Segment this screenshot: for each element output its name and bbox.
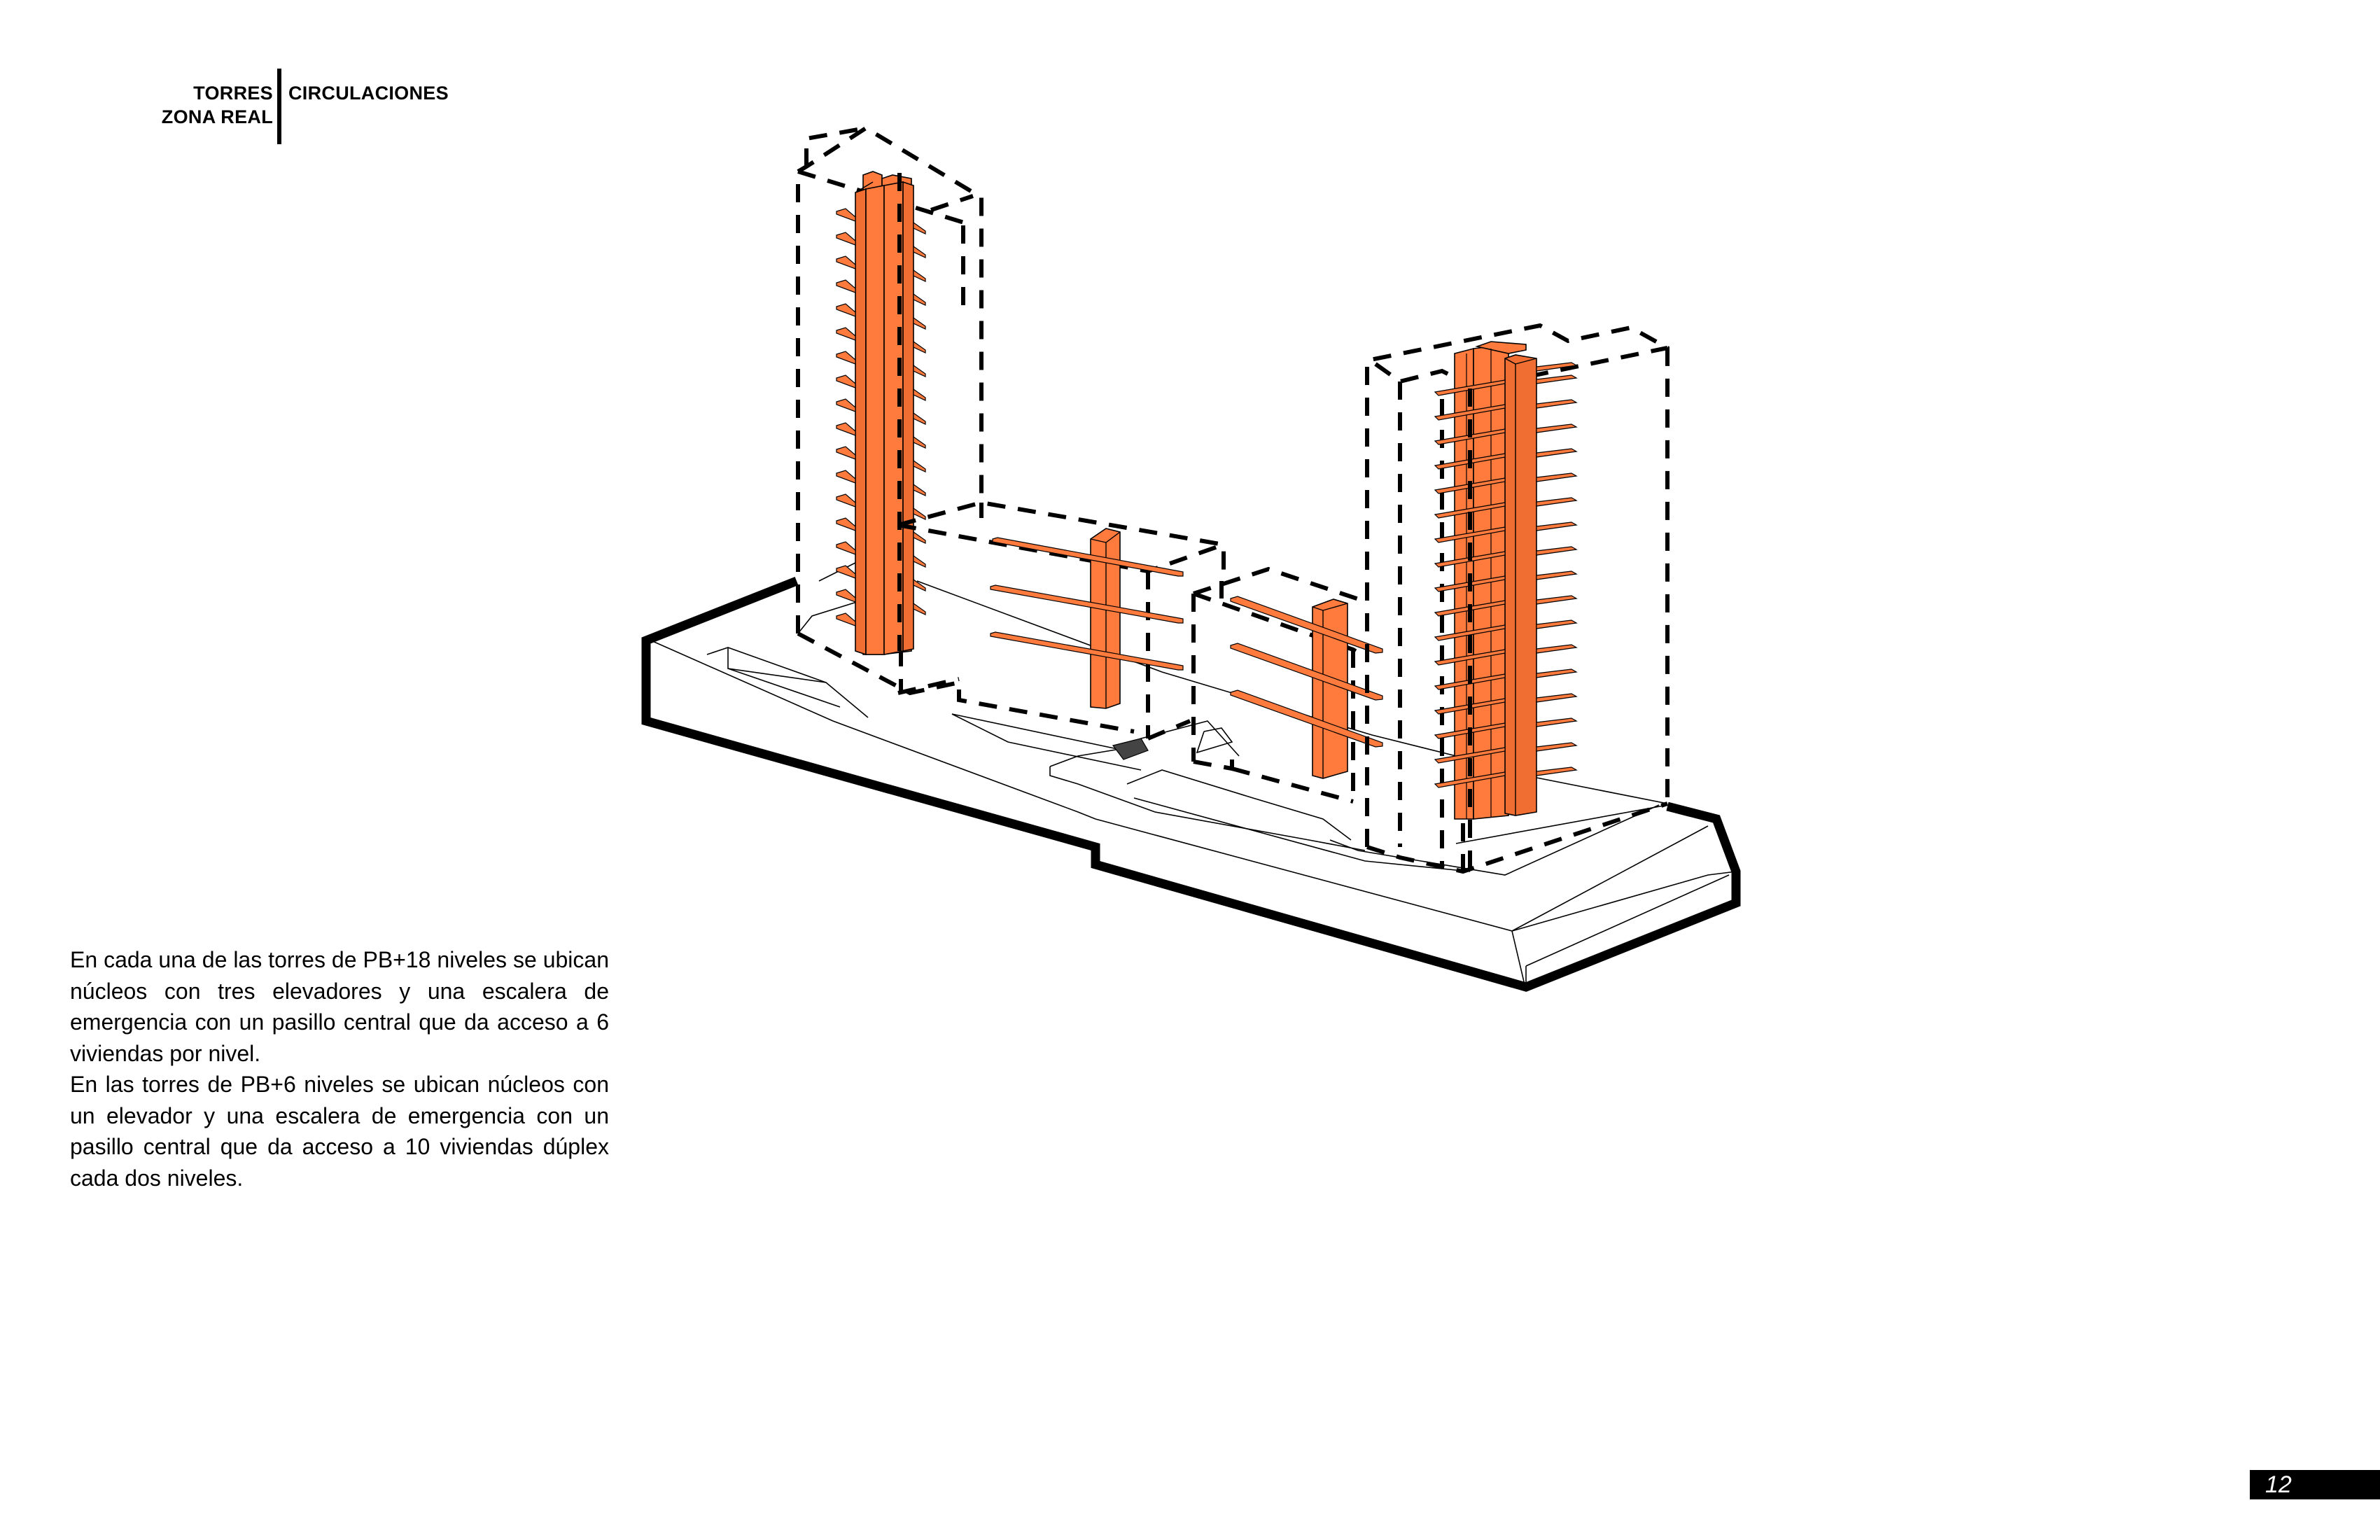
description-text: En cada una de las torres de PB+18 nivel… — [70, 944, 609, 1194]
block-mid-2 — [1191, 566, 1383, 804]
floor-slabs-left-tower — [836, 208, 926, 626]
description-paragraph-1: En cada una de las torres de PB+18 nivel… — [70, 947, 609, 1066]
core-mid-1 — [1090, 528, 1121, 709]
block-mid-1 — [897, 500, 1226, 741]
header-section: TORRES ZONA REAL — [126, 81, 273, 129]
header-section-line2: ZONA REAL — [161, 106, 273, 127]
header-divider — [277, 69, 281, 144]
tower-right — [1365, 323, 1670, 875]
page-number: 12 — [2265, 1471, 2292, 1498]
page-number-box: 12 — [2250, 1470, 2380, 1499]
core-left-tower — [855, 171, 914, 656]
header-topic: CIRCULACIONES — [288, 83, 449, 104]
tower-left — [796, 125, 983, 696]
base-platform — [641, 559, 1741, 992]
floor-slabs-mid-1 — [990, 537, 1184, 671]
stair-hatch — [1112, 738, 1149, 760]
floor-slabs-mid-2 — [1230, 596, 1383, 748]
description-paragraph-2: En las torres de PB+6 niveles se ubican … — [70, 1072, 609, 1191]
header-section-line1: TORRES — [193, 83, 273, 104]
